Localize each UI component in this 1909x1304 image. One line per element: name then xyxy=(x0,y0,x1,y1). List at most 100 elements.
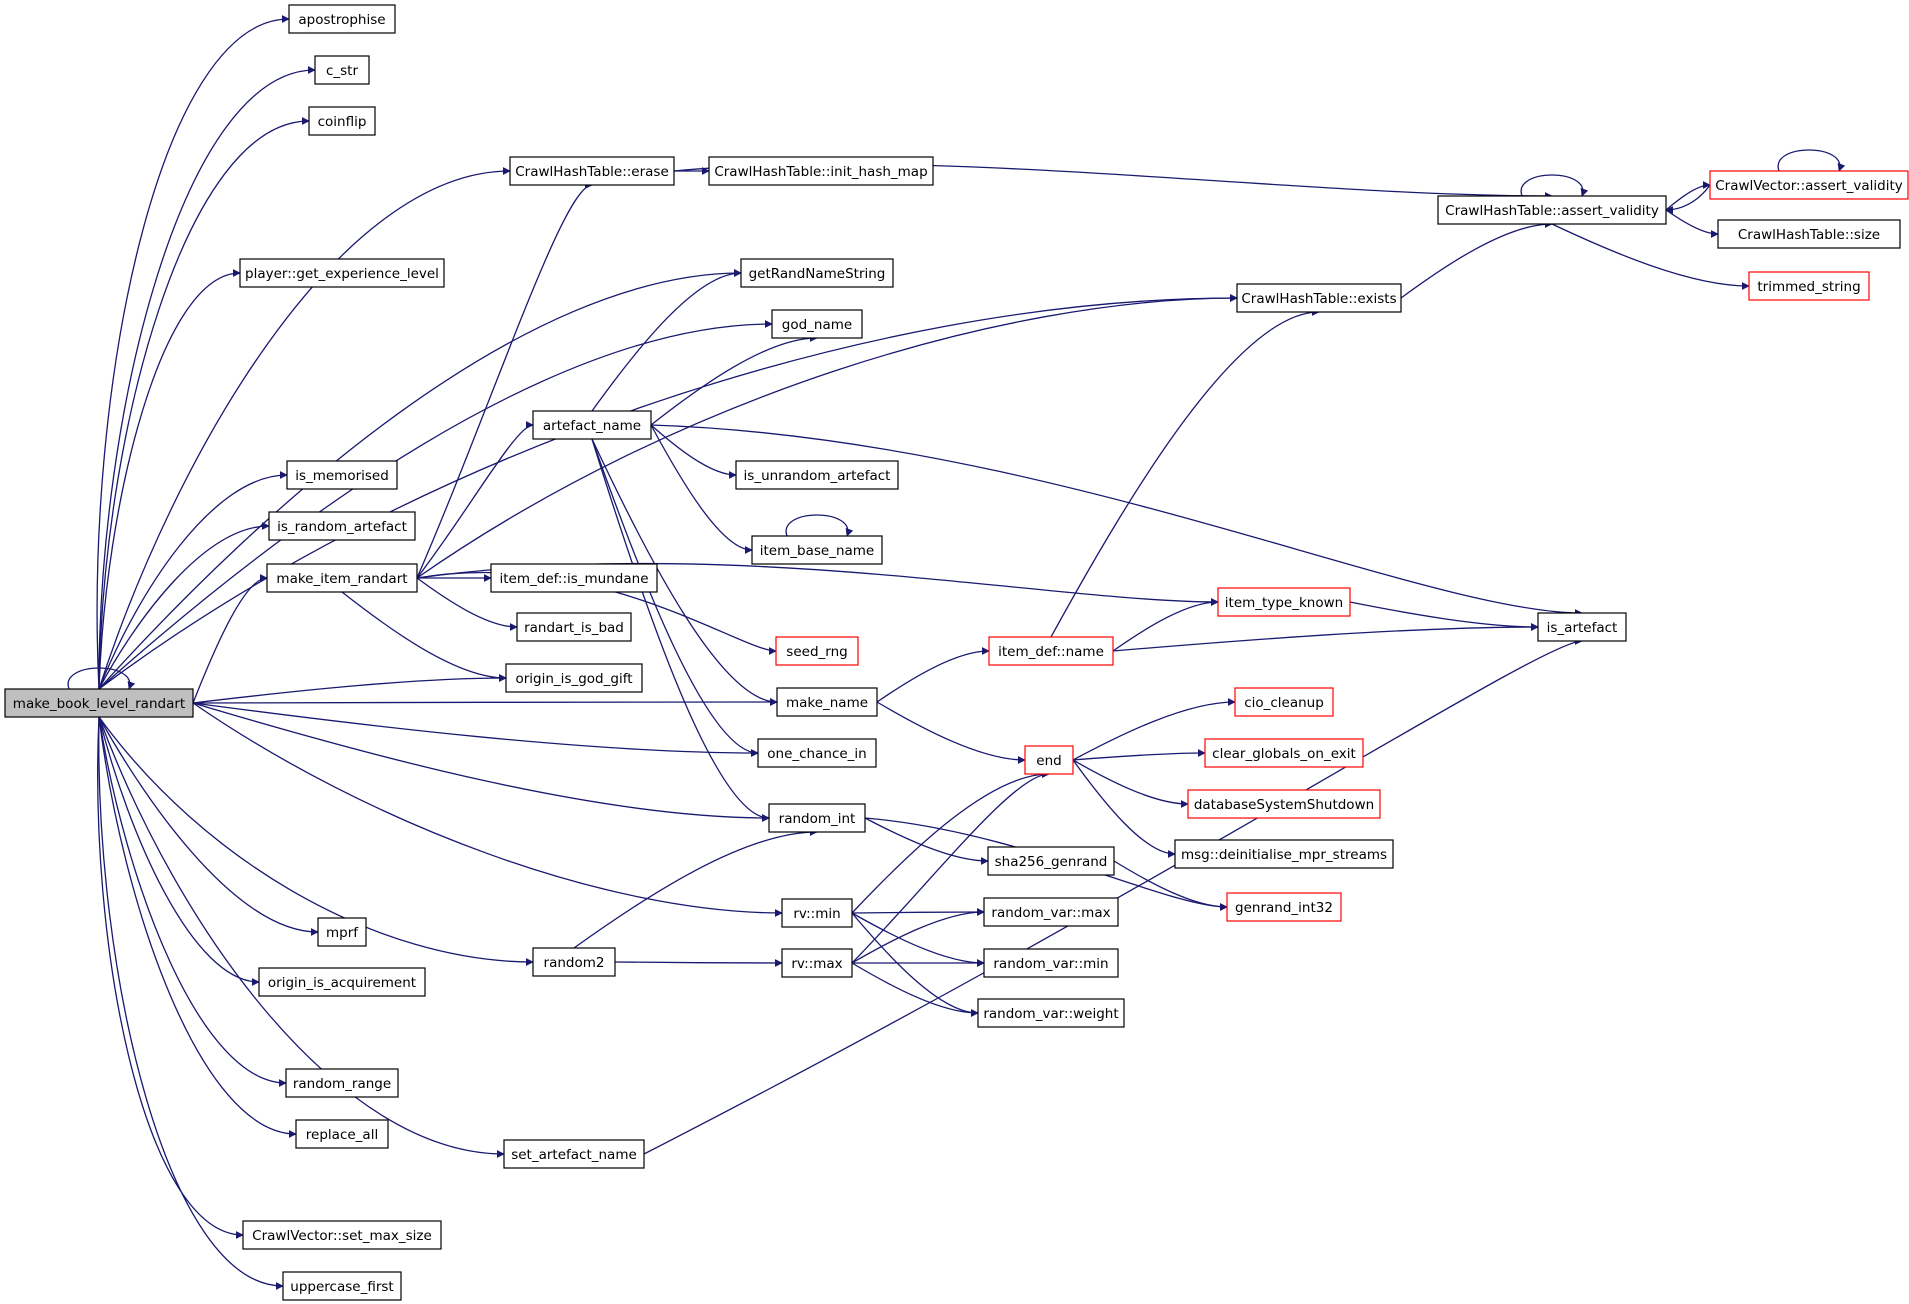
call-edge-crawlhashtable_assert_validity-to-trimmed_string xyxy=(1551,223,1750,290)
node-genrand-int32[interactable]: genrand_int32 xyxy=(1226,892,1342,922)
node-label: CrawlHashTable::exists xyxy=(1241,291,1396,307)
call-edge-make_item_randart-to-crawlhashtable_erase xyxy=(416,181,593,579)
call-edge-make_book_level_randart-to-origin_is_acquirement xyxy=(98,716,260,986)
node-one-chance-in[interactable]: one_chance_in xyxy=(757,738,877,768)
node-box xyxy=(509,156,675,186)
node-is-artefact[interactable]: is_artefact xyxy=(1537,612,1627,642)
node-origin-is-god-gift[interactable]: origin_is_god_gift xyxy=(505,663,643,693)
node-cio-cleanup[interactable]: cio_cleanup xyxy=(1234,687,1334,717)
node-apostrophise[interactable]: apostrophise xyxy=(288,4,396,34)
node-label: CrawlHashTable::assert_validity xyxy=(1445,203,1659,219)
node-origin-is-acquirement[interactable]: origin_is_acquirement xyxy=(258,967,426,997)
node-msg-deinitialise-mpr-streams[interactable]: msg::deinitialise_mpr_streams xyxy=(1174,839,1394,869)
node-label: coinflip xyxy=(318,114,367,130)
call-edge-make_name-to-item_def_name xyxy=(876,647,990,703)
node-label: set_artefact_name xyxy=(511,1147,637,1163)
node-box xyxy=(314,55,370,85)
self-call-edge-crawlhashtable_assert_validity xyxy=(1520,174,1589,197)
node-is-random-artefact[interactable]: is_random_artefact xyxy=(268,511,416,541)
node-random-var-min[interactable]: random_var::min xyxy=(983,948,1119,978)
node-trimmed-string[interactable]: trimmed_string xyxy=(1748,271,1870,301)
node-databasesystemshutdown[interactable]: databaseSystemShutdown xyxy=(1187,789,1381,819)
node-crawlhashtable-size[interactable]: CrawlHashTable::size xyxy=(1717,219,1901,249)
node-crawlhashtable-assert-validity[interactable]: CrawlHashTable::assert_validity xyxy=(1437,195,1667,225)
call-edge-artefact_name-to-god_name xyxy=(650,334,818,426)
call-edge-end-to-clear_globals_on_exit xyxy=(1072,749,1206,761)
node-make-book-level-randart[interactable]: make_book_level_randart xyxy=(4,688,194,718)
node-label: CrawlHashTable::init_hash_map xyxy=(714,164,927,180)
call-edge-make_book_level_randart-to-is_memorised xyxy=(98,471,288,690)
node-is-unrandom-artefact[interactable]: is_unrandom_artefact xyxy=(735,460,899,490)
node-artefact-name[interactable]: artefact_name xyxy=(532,410,652,440)
node-replace-all[interactable]: replace_all xyxy=(295,1119,389,1149)
node-item-base-name[interactable]: item_base_name xyxy=(751,535,883,565)
node-is-memorised[interactable]: is_memorised xyxy=(286,460,398,490)
node-label: item_def::name xyxy=(998,644,1104,660)
call-edge-make_book_level_randart-to-make_name xyxy=(192,698,778,707)
node-box xyxy=(988,636,1114,666)
node-coinflip[interactable]: coinflip xyxy=(308,106,376,136)
node-randart-is-bad[interactable]: randart_is_bad xyxy=(516,612,632,642)
node-box xyxy=(308,106,376,136)
node-box xyxy=(490,563,658,593)
node-random-var-weight[interactable]: random_var::weight xyxy=(977,998,1125,1028)
node-clear-globals-on-exit[interactable]: clear_globals_on_exit xyxy=(1204,738,1364,768)
call-edge-item_def_name-to-crawlhashtable_exists xyxy=(1050,308,1320,638)
node-mprf[interactable]: mprf xyxy=(317,917,367,947)
node-box xyxy=(781,948,853,978)
node-box xyxy=(1226,892,1342,922)
node-set-artefact-name[interactable]: set_artefact_name xyxy=(503,1139,645,1169)
node-item-def-is-mundane[interactable]: item_def::is_mundane xyxy=(490,563,658,593)
call-edge-rv_max-to-random_var_weight xyxy=(851,962,979,1017)
call-edge-item_def_name-to-item_type_known xyxy=(1112,598,1219,652)
node-item-def-name[interactable]: item_def::name xyxy=(988,636,1114,666)
call-edge-make_book_level_randart-to-c_str xyxy=(98,66,316,690)
node-box xyxy=(1234,687,1334,717)
call-edge-crawlhashtable_assert_validity-to-crawlhashtable_size xyxy=(1665,209,1719,238)
node-box xyxy=(1187,789,1381,819)
node-rv-max[interactable]: rv::max xyxy=(781,948,853,978)
node-make-item-randart[interactable]: make_item_randart xyxy=(266,563,418,593)
node-box xyxy=(983,897,1119,927)
node-box xyxy=(1537,612,1627,642)
node-label: is_artefact xyxy=(1547,620,1618,636)
node-random-range[interactable]: random_range xyxy=(285,1068,399,1098)
node-rv-min[interactable]: rv::min xyxy=(781,898,853,928)
self-call-edge-item_base_name xyxy=(785,514,854,537)
node-crawlvector-set-max-size[interactable]: CrawlVector::set_max_size xyxy=(242,1220,442,1250)
node-end[interactable]: end xyxy=(1024,745,1074,775)
node-box xyxy=(288,4,396,34)
node-crawlhashtable-init-hash-map[interactable]: CrawlHashTable::init_hash_map xyxy=(708,156,934,186)
node-crawlhashtable-erase[interactable]: CrawlHashTable::erase xyxy=(509,156,675,186)
node-label: is_random_artefact xyxy=(277,519,407,535)
node-box xyxy=(1174,839,1394,869)
node-god-name[interactable]: god_name xyxy=(771,309,863,339)
call-edge-make_book_level_randart-to-coinflip xyxy=(98,117,310,690)
node-getrandnamestring[interactable]: getRandNameString xyxy=(740,258,894,288)
node-random-int[interactable]: random_int xyxy=(768,803,866,833)
call-edge-make_book_level_randart-to-is_random_artefact xyxy=(98,522,270,690)
node-label: rv::min xyxy=(793,906,840,922)
node-crawlhashtable-exists[interactable]: CrawlHashTable::exists xyxy=(1236,283,1402,313)
call-edge-make_book_level_randart-to-crawlvector_set_max_size xyxy=(97,716,244,1239)
node-box xyxy=(776,687,878,717)
node-random-var-max[interactable]: random_var::max xyxy=(983,897,1119,927)
node-crawlvector-assert-validity[interactable]: CrawlVector::assert_validity xyxy=(1709,170,1909,200)
node-player-get-experience-level[interactable]: player::get_experience_level xyxy=(239,258,445,288)
node-box xyxy=(282,1271,402,1301)
node-seed-rng[interactable]: seed_rng xyxy=(775,636,859,666)
node-label: trimmed_string xyxy=(1757,279,1860,295)
node-label: random_var::max xyxy=(991,905,1110,921)
node-label: is_unrandom_artefact xyxy=(744,468,891,484)
node-box xyxy=(775,636,859,666)
node-random2[interactable]: random2 xyxy=(532,947,616,977)
call-edge-end-to-cio_cleanup xyxy=(1072,698,1236,761)
node-item-type-known[interactable]: item_type_known xyxy=(1217,587,1351,617)
node-label: databaseSystemShutdown xyxy=(1194,797,1374,813)
node-sha256-genrand[interactable]: sha256_genrand xyxy=(987,846,1115,876)
node-make-name[interactable]: make_name xyxy=(776,687,878,717)
call-edge-end-to-databasesystemshutdown xyxy=(1072,759,1189,808)
node-uppercase-first[interactable]: uppercase_first xyxy=(282,1271,402,1301)
node-box xyxy=(757,738,877,768)
node-c-str[interactable]: c_str xyxy=(314,55,370,85)
